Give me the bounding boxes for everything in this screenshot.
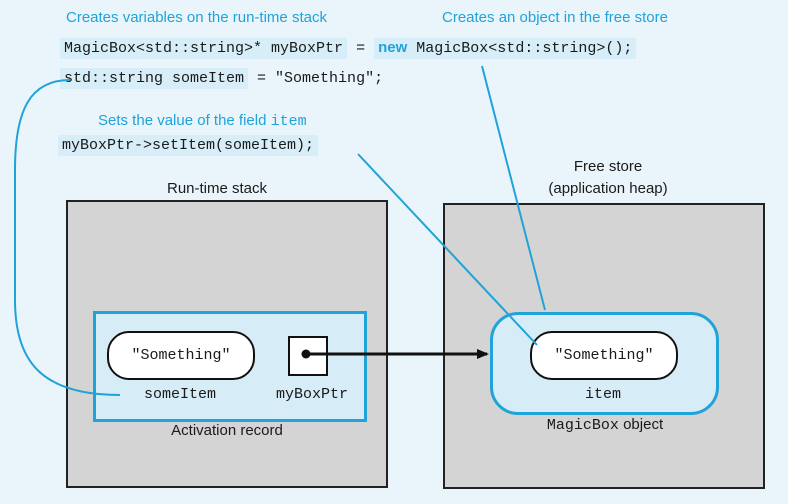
caption-set-field-text: Sets the value of the field [98,112,267,129]
setitem-link-line [357,153,538,346]
object-type-name: MagicBox [546,417,619,434]
code-new-keyword: new [378,39,408,56]
caption-free-store-object: Creates an object in the free store [442,9,668,26]
code-new-expression: new MagicBox<std::string>(); [374,38,637,59]
stack-string-value: "Something" [107,331,255,380]
code-string-init: = "Something"; [257,70,384,87]
code-assign-op: = [356,40,366,57]
caption-set-field: Sets the value of the field item [98,112,307,130]
caption-stack-vars: Creates variables on the run-time stack [66,9,327,26]
heap-string-value: "Something" [530,331,678,380]
heap-title-line2: (application heap) [548,180,668,197]
object-word: object [623,416,664,433]
stack-var-name: someItem [143,386,216,403]
code-new-type: MagicBox<std::string>(); [416,40,633,57]
activation-record-label: Activation record [171,422,283,439]
stack-title: Run-time stack [166,180,268,197]
caption-field-name: item [270,113,307,130]
stack-ptr-name: myBoxPtr [275,386,348,403]
object-label: MagicBox object [520,416,690,434]
new-object-link-line [481,65,546,311]
code-line-2: std::string someItem = "Something"; [60,68,384,89]
heap-field-name: item [584,386,621,403]
code-declare-pointer: MagicBox<std::string>* myBoxPtr [60,38,348,59]
someitem-link-line [14,79,121,396]
heap-title-line1: Free store [573,158,643,175]
code-declare-string: std::string someItem [60,68,249,89]
code-line-1: MagicBox<std::string>* myBoxPtr = new Ma… [60,38,637,59]
code-line-3: myBoxPtr->setItem(someItem); [58,135,319,156]
